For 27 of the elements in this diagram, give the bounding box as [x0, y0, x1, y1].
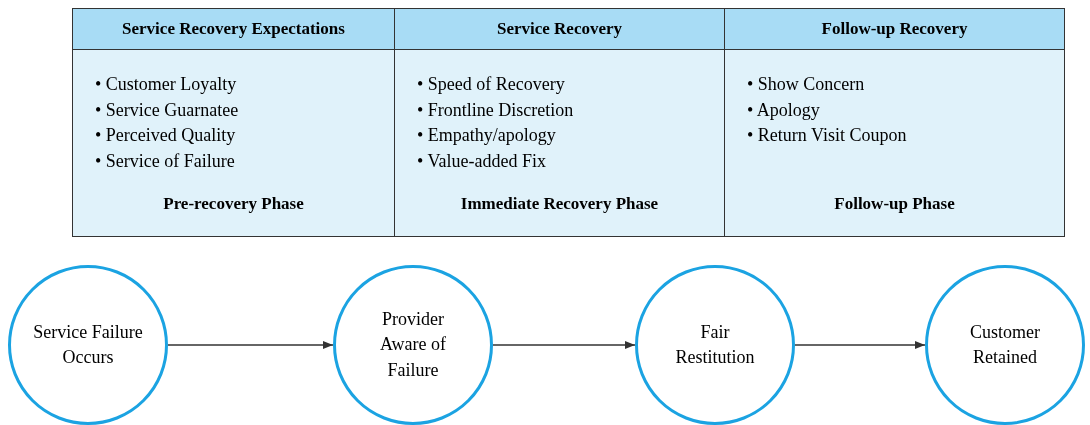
- process-circle: Customer Retained: [925, 265, 1085, 425]
- bullet-item: • Value-added Fix: [417, 149, 547, 173]
- arrow: [794, 341, 926, 349]
- table-column: [724, 8, 1065, 237]
- bullet-item: • Perceived Quality: [95, 124, 237, 147]
- arrow: [492, 341, 636, 349]
- process-circle: Fair Restitution: [635, 265, 795, 425]
- bullet-item: • Customer Loyalty: [95, 73, 238, 96]
- bullet-item: • Service of Failure: [95, 149, 236, 173]
- phase-label: Pre-recovery Phase: [162, 194, 305, 214]
- column-header: Follow-up Recovery: [725, 9, 1064, 50]
- bullet-item: • Frontline Discretion: [417, 98, 575, 122]
- table-column: [394, 8, 725, 237]
- bullet-item: • Return Visit Coupon: [747, 124, 908, 147]
- bullet-item: • Speed of Recovery: [417, 73, 566, 96]
- bullet-item: • Show Concern: [747, 73, 866, 96]
- phase-label: Follow-up Phase: [833, 194, 956, 214]
- phase-label: Immediate Recovery Phase: [459, 194, 660, 214]
- table-column: [72, 8, 395, 237]
- column-header: Service Recovery Expectations: [73, 9, 394, 50]
- process-circle: Service Failure Occurs: [8, 265, 168, 425]
- bullet-item: • Service Guarnatee: [95, 98, 240, 122]
- bullet-item: • Apology: [747, 98, 821, 122]
- process-circle: Provider Aware of Failure: [333, 265, 493, 425]
- bullet-item: • Empathy/apology: [417, 124, 557, 147]
- column-header: Service Recovery: [395, 9, 724, 50]
- arrow: [167, 341, 334, 349]
